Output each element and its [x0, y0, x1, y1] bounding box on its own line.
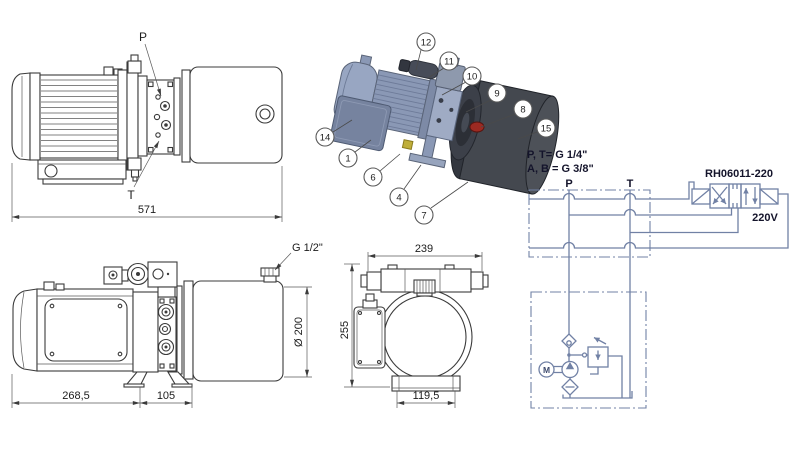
- hydraulic-schematic: P T RH06011-220 220V: [528, 168, 789, 409]
- motor-label: M: [543, 365, 550, 375]
- callout-number: 15: [541, 124, 552, 135]
- dim-total-length: 571: [138, 204, 156, 216]
- callout-balloon: 7: [414, 205, 434, 225]
- callout-balloon: 12: [416, 32, 436, 52]
- callout-leaders: [332, 49, 538, 209]
- manifold-block: [528, 189, 651, 258]
- callout-number: 8: [520, 105, 525, 116]
- callout-balloon: 9: [487, 83, 507, 103]
- callout-balloon: 11: [439, 51, 459, 71]
- callout-balloon: 15: [536, 118, 556, 138]
- filler-port-label: G 1/2": [292, 242, 323, 254]
- leader-t: [133, 140, 160, 188]
- note-line1: P, T= G 1/4": [527, 149, 587, 161]
- side-view-bottom: G 1/2" 268,5 105 Ø 200: [11, 242, 323, 408]
- dim-motor-length: 268,5: [62, 390, 90, 402]
- callout-number: 6: [370, 173, 375, 184]
- port-label-t: T: [127, 188, 135, 202]
- callout-number: 7: [421, 211, 426, 222]
- callout-number: 10: [467, 72, 478, 83]
- callout-number: 4: [396, 193, 401, 204]
- note-line2: A, B = G 3/8": [527, 163, 594, 175]
- front-view: 239 255 119,5: [339, 243, 489, 408]
- ports-note: P, T= G 1/4" A, B = G 3/8": [527, 149, 594, 175]
- callout-balloon: 8: [513, 99, 533, 119]
- callout-balloon: 10: [462, 66, 482, 86]
- dim-base-width: 119,5: [413, 390, 440, 402]
- side-view-top: P T 571: [11, 30, 283, 222]
- pump-motor-symbol: M: [538, 333, 633, 399]
- callout-balloon: 6: [363, 167, 383, 187]
- dim-width: 239: [415, 243, 433, 255]
- callout-balloon: 4: [389, 187, 409, 207]
- callout-number: 9: [494, 89, 499, 100]
- callout-balloon: 14: [315, 127, 335, 147]
- schematic-port-p: P: [565, 178, 572, 190]
- callout-number: 12: [421, 38, 432, 49]
- valve-voltage: 220V: [752, 212, 778, 224]
- power-unit-boundary: [530, 291, 647, 409]
- dim-tank-diameter: Ø 200: [293, 317, 305, 347]
- solenoid-valve-symbol: [691, 183, 779, 209]
- callout-balloons: 12 11 10 9 8 15 14 1 6 4 7: [315, 32, 556, 225]
- port-label-p: P: [139, 30, 147, 44]
- iso-motor-pump: [329, 54, 466, 169]
- schematic-port-t: T: [627, 178, 634, 190]
- callout-number: 11: [444, 57, 454, 68]
- callout-balloon: 1: [338, 148, 358, 168]
- callout-number: 14: [320, 133, 331, 144]
- callout-number: 1: [345, 154, 350, 165]
- dim-pump-length: 105: [157, 390, 175, 402]
- dim-height: 255: [339, 321, 351, 339]
- iso-view: 12 11 10 9 8 15 14 1 6 4 7: [315, 32, 560, 225]
- leader-p: [144, 43, 162, 97]
- leader-filler: [274, 252, 292, 271]
- filler-cap-red: [469, 121, 485, 133]
- valve-model: RH06011-220: [705, 168, 773, 180]
